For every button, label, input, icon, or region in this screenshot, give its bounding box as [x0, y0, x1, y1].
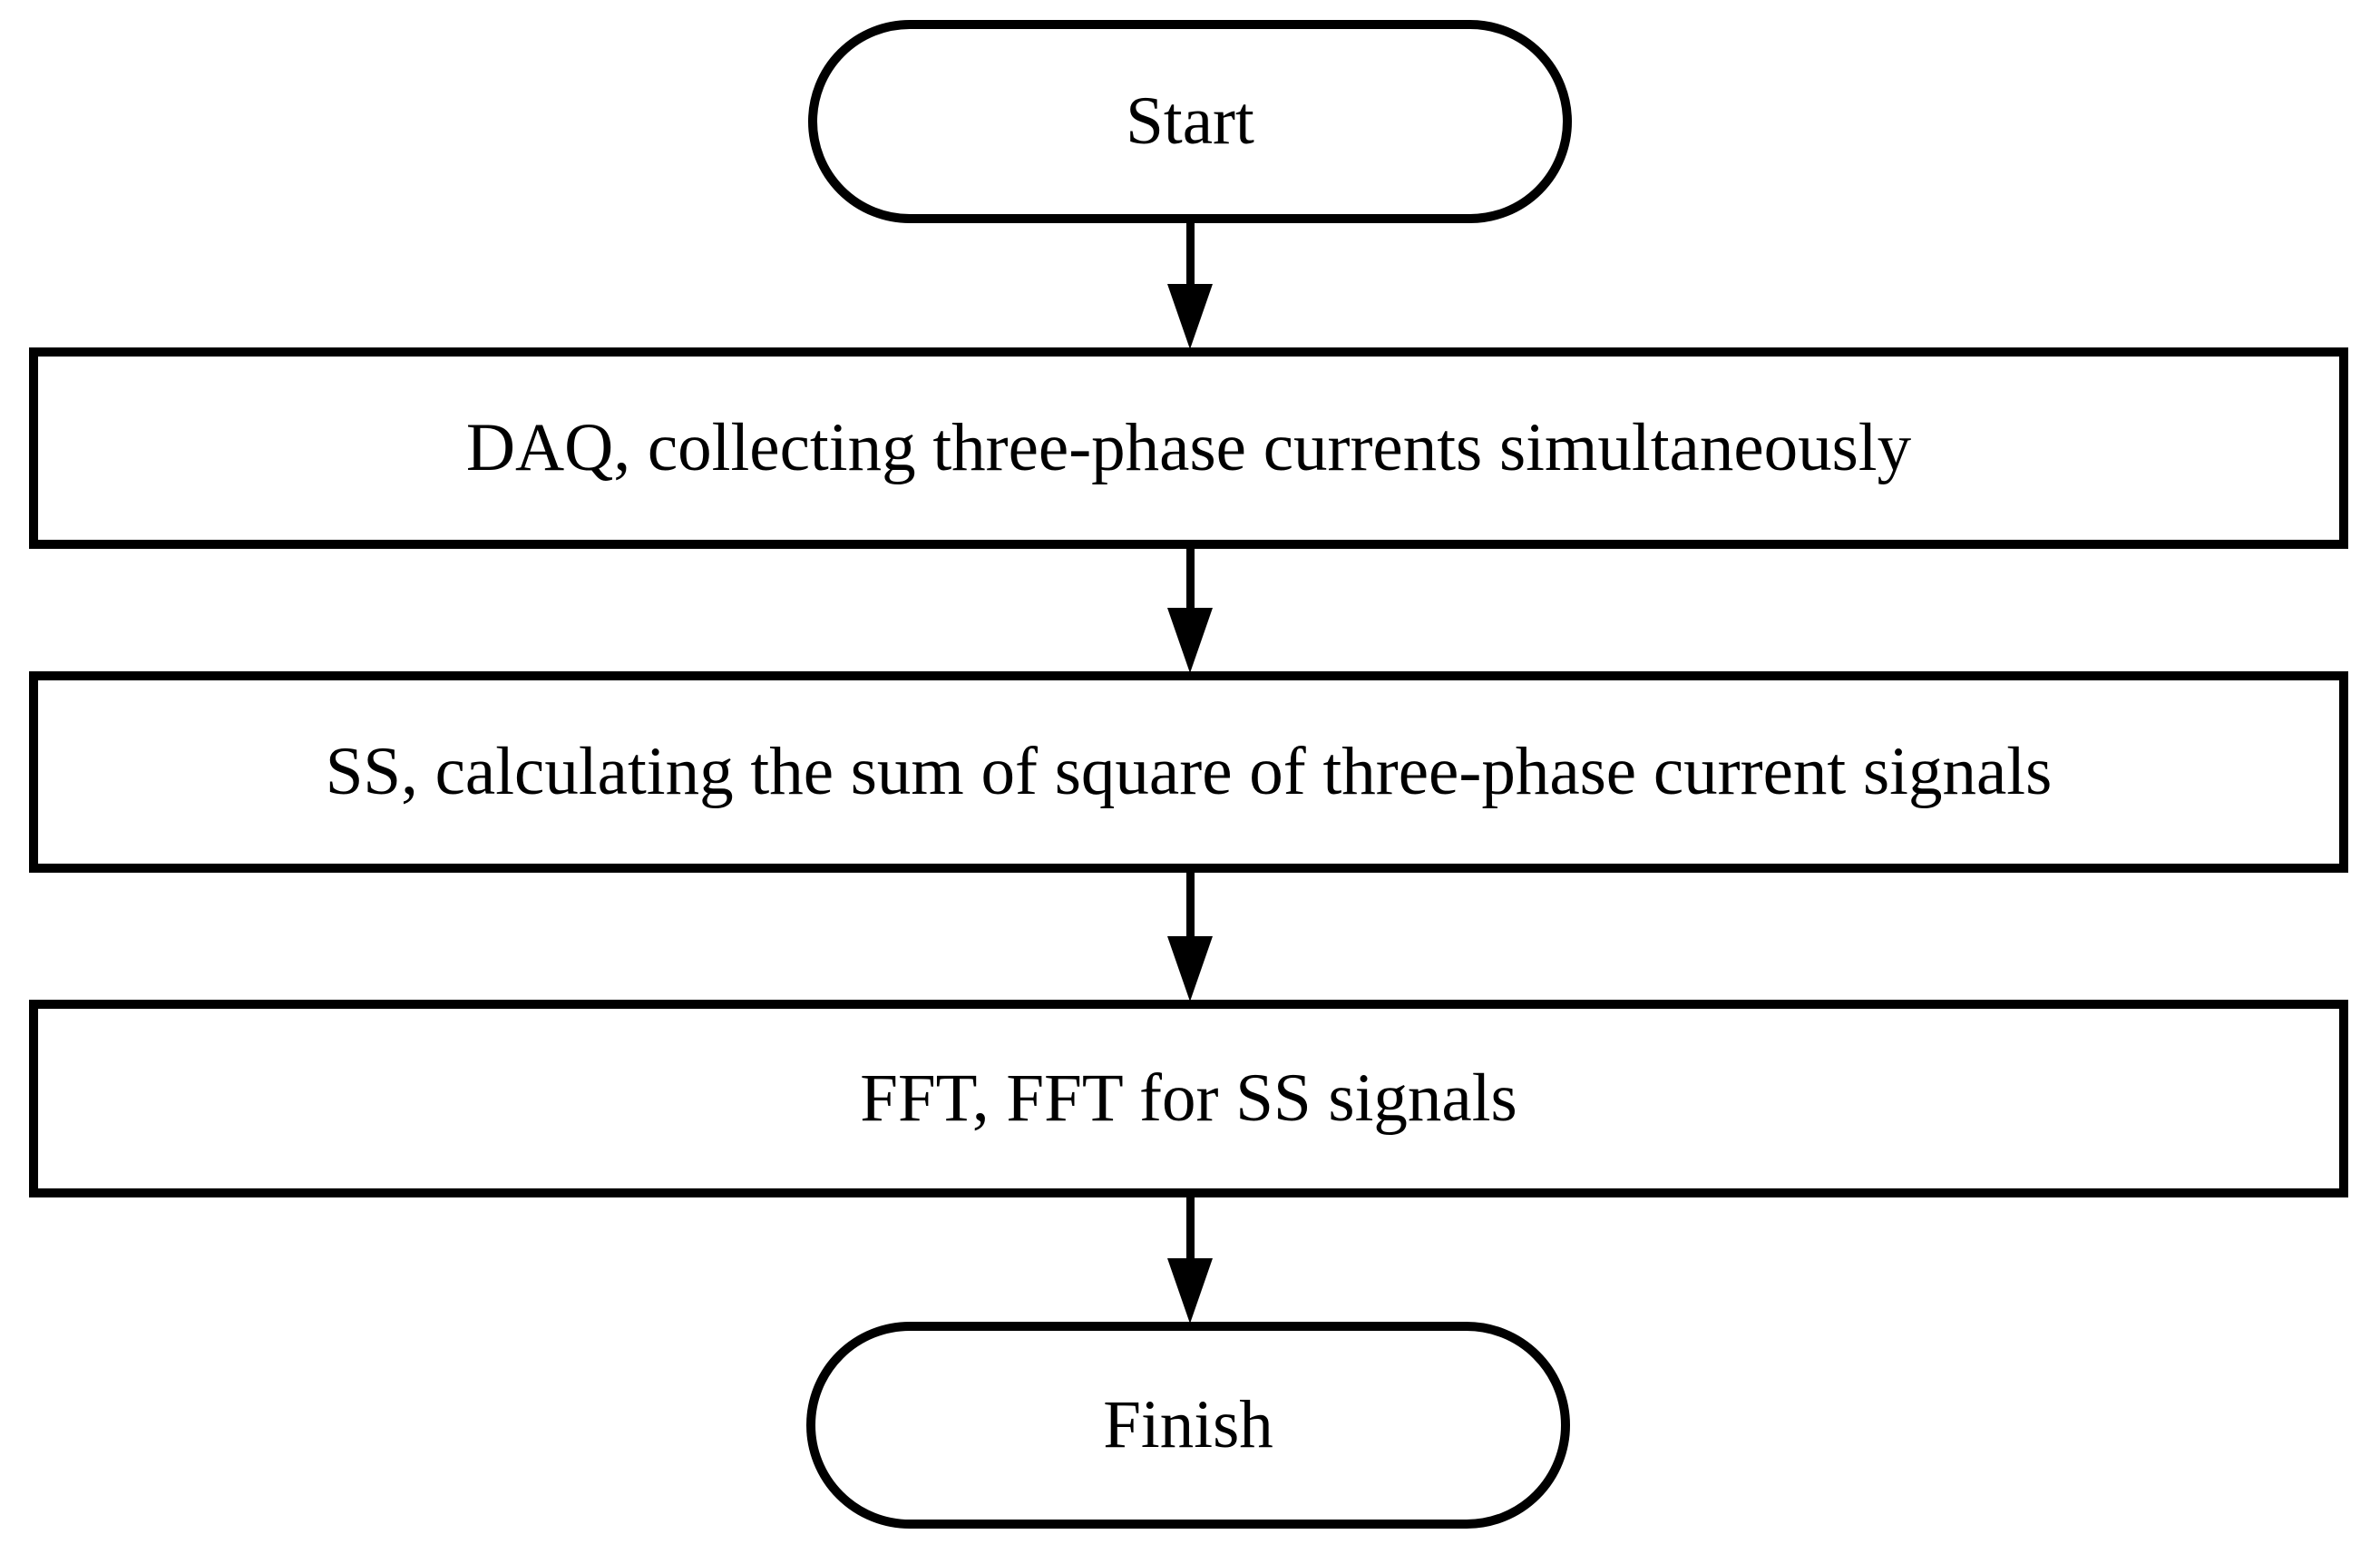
- terminator-start: Start: [808, 20, 1572, 223]
- arrow-head-down-icon: [1167, 608, 1213, 673]
- flow-arrow-ss-to-fft: [1167, 871, 1213, 1002]
- terminator-finish-label: Finish: [1103, 1386, 1273, 1462]
- arrow-shaft: [1185, 871, 1195, 936]
- process-box-ss: SS, calculating the sum of square of thr…: [29, 671, 2348, 873]
- terminator-start-label: Start: [1126, 83, 1254, 159]
- arrow-head-down-icon: [1167, 936, 1213, 1002]
- arrow-head-down-icon: [1167, 284, 1213, 349]
- arrow-shaft: [1185, 545, 1195, 608]
- terminator-finish: Finish: [806, 1322, 1570, 1529]
- arrow-shaft: [1185, 220, 1195, 284]
- flow-arrow-daq-to-ss: [1167, 545, 1213, 673]
- arrow-head-down-icon: [1167, 1258, 1213, 1324]
- flow-arrow-fft-to-finish: [1167, 1196, 1213, 1324]
- process-box-fft-label: FFT, FFT for SS signals: [860, 1060, 1517, 1136]
- process-box-daq-label: DAQ, collecting three-phase currents sim…: [465, 409, 1912, 485]
- process-box-ss-label: SS, calculating the sum of square of thr…: [325, 733, 2053, 809]
- process-box-daq: DAQ, collecting three-phase currents sim…: [29, 347, 2348, 549]
- arrow-shaft: [1185, 1196, 1195, 1258]
- process-box-fft: FFT, FFT for SS signals: [29, 1000, 2348, 1197]
- flow-arrow-start-to-daq: [1167, 220, 1213, 349]
